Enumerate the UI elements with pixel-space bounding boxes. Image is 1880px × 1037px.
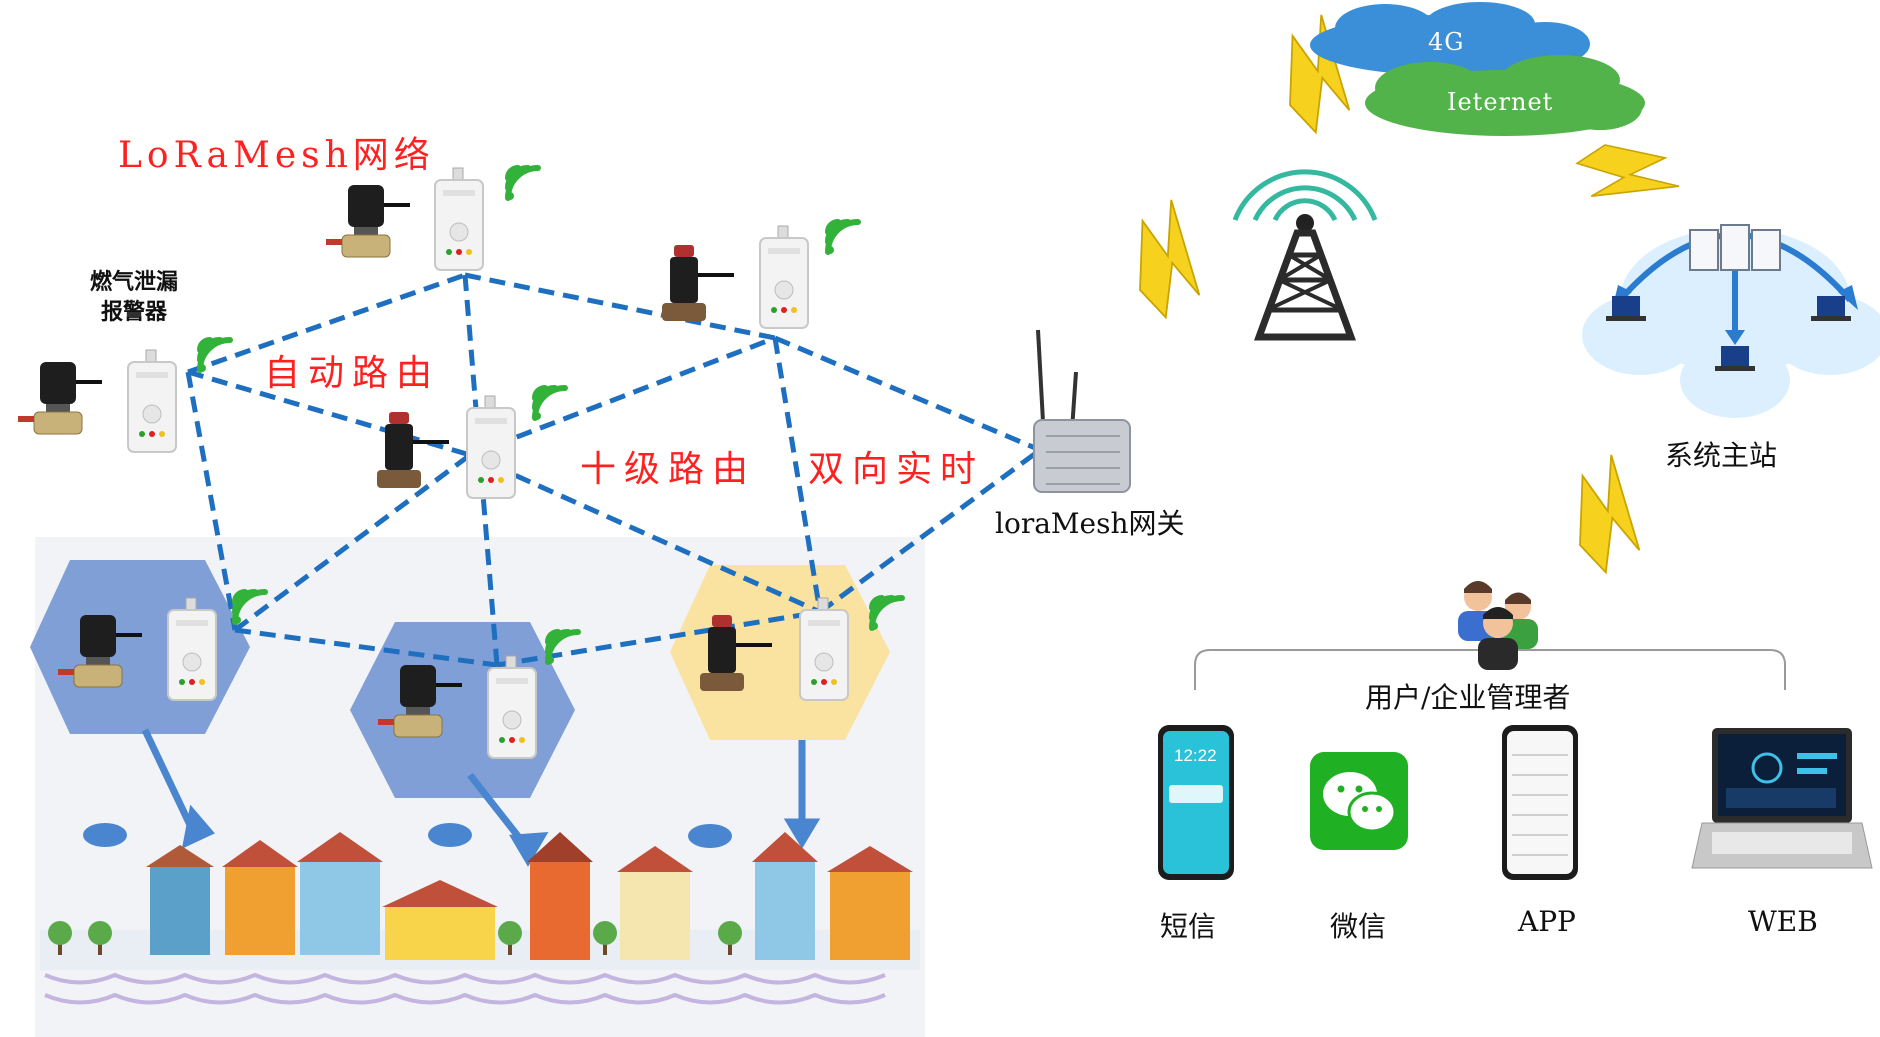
wifi-signal-icon [198, 340, 230, 372]
cloud-4g-label: 4G [1428, 28, 1465, 56]
device-node-top [434, 167, 484, 271]
feature-auto-route: 自动路由 [264, 353, 441, 394]
hex-zone-blue-2 [350, 622, 575, 798]
device-node-hex3 [799, 597, 849, 701]
valve-node-left [16, 360, 104, 436]
users-label: 用户/企业管理者 [1365, 681, 1571, 714]
device-label-line1: 燃气泄漏 [90, 269, 179, 295]
cloud-4g-icon [1310, 2, 1590, 75]
sms-phone-icon [1158, 725, 1234, 880]
wifi-signal-icon [826, 222, 858, 254]
phone-time: 12:22 [1174, 746, 1217, 765]
feature-bidirectional: 双向实时 [808, 449, 985, 490]
cell-tower-icon [1232, 169, 1378, 341]
wechat-icon [1310, 752, 1408, 850]
device-node-hex2 [487, 655, 537, 759]
device-node-left [127, 349, 177, 453]
terminal-label-app: APP [1518, 905, 1576, 938]
laptop-icon [1691, 728, 1873, 869]
terminal-label-wechat: 微信 [1330, 910, 1387, 943]
device-node-right-top [759, 225, 809, 329]
wifi-signal-icon [533, 388, 565, 420]
valve-node-top [324, 183, 412, 259]
app-phone-icon [1502, 725, 1578, 880]
cloud-internet-label: Ieternet [1447, 88, 1554, 116]
device-label: 燃气泄漏 报警器 [90, 267, 178, 327]
device-node-center [466, 395, 516, 499]
users-icon [1458, 581, 1538, 670]
gateway-icon [1033, 329, 1131, 493]
lightning-bolt-icon [1105, 191, 1235, 328]
device-label-line2: 报警器 [101, 299, 168, 325]
cloud-internet-icon [1365, 55, 1645, 136]
mesh-links [185, 272, 1042, 668]
hex-zone-yellow [670, 565, 890, 740]
lightning-bolt-icon [1565, 115, 1689, 237]
feature-ten-level-route: 十级路由 [580, 449, 757, 490]
terminal-label-sms: 短信 [1160, 910, 1217, 943]
master-station-label: 系统主站 [1665, 439, 1778, 472]
server-cloud-icon [1582, 224, 1880, 418]
terminal-label-web: WEB [1748, 905, 1818, 938]
lightning-bolt-icon [1545, 446, 1675, 583]
gateway-label: loraMesh网关 [995, 507, 1185, 540]
wifi-signal-icon [506, 168, 538, 200]
device-node-hex1 [167, 597, 217, 701]
zone-arrows [141, 728, 821, 867]
valve-node-right-top [660, 243, 736, 323]
city-illustration [40, 823, 920, 1005]
network-title: LoRaMesh网络 [118, 135, 435, 176]
